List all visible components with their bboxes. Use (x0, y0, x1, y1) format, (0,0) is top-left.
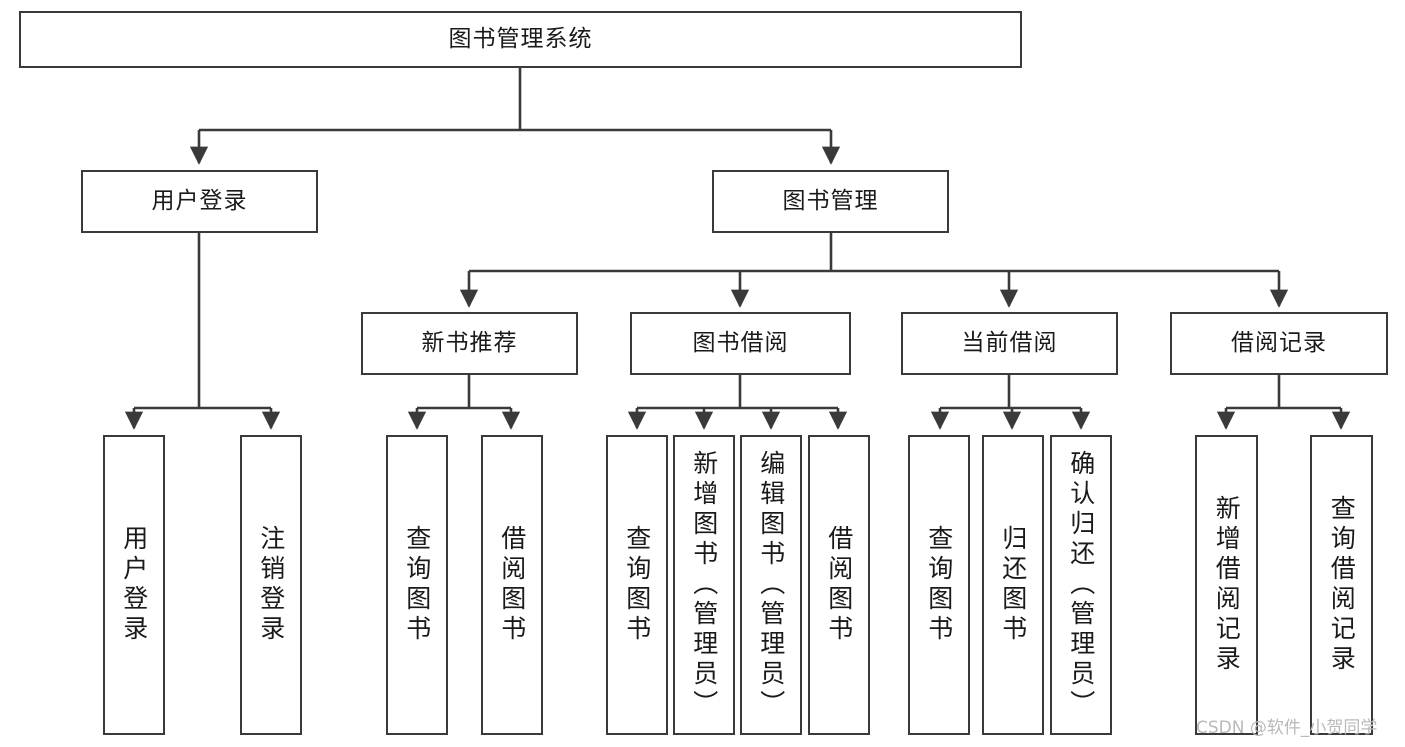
node-borrow-record[interactable]: 借阅记录 (1170, 312, 1388, 375)
node-current-borrow-label: 当前借阅 (961, 329, 1058, 356)
node-leaf-add-record-label: 新增借阅记录 (1212, 495, 1242, 675)
node-leaf-query-book-2-label: 查询图书 (622, 525, 652, 645)
node-leaf-edit-book[interactable]: 编辑图书（管理员） (740, 435, 802, 735)
node-leaf-logout-label: 注销登录 (256, 525, 286, 645)
node-root-label: 图书管理系统 (448, 25, 593, 52)
node-leaf-query-book-2[interactable]: 查询图书 (606, 435, 668, 735)
node-leaf-edit-book-label: 编辑图书（管理员） (756, 450, 786, 720)
node-leaf-return-book[interactable]: 归还图书 (982, 435, 1044, 735)
node-leaf-query-book-3[interactable]: 查询图书 (908, 435, 970, 735)
node-book-manage-label: 图书管理 (782, 187, 879, 214)
node-leaf-query-record-label: 查询借阅记录 (1327, 495, 1357, 675)
node-leaf-add-book-label: 新增图书（管理员） (689, 450, 719, 720)
node-root[interactable]: 图书管理系统 (19, 11, 1022, 68)
node-leaf-confirm-return-label: 确认归还（管理员） (1066, 450, 1096, 720)
node-book-borrow-label: 图书借阅 (692, 329, 789, 356)
node-new-book-recommend[interactable]: 新书推荐 (361, 312, 578, 375)
node-leaf-query-record[interactable]: 查询借阅记录 (1310, 435, 1373, 735)
node-leaf-query-book-3-label: 查询图书 (924, 525, 954, 645)
node-leaf-add-book[interactable]: 新增图书（管理员） (673, 435, 735, 735)
node-leaf-logout[interactable]: 注销登录 (240, 435, 302, 735)
node-current-borrow[interactable]: 当前借阅 (901, 312, 1118, 375)
node-leaf-add-record[interactable]: 新增借阅记录 (1195, 435, 1258, 735)
node-leaf-confirm-return[interactable]: 确认归还（管理员） (1050, 435, 1112, 735)
node-new-book-recommend-label: 新书推荐 (421, 329, 518, 356)
node-leaf-borrow-book-2-label: 借阅图书 (824, 525, 854, 645)
node-leaf-borrow-book-2[interactable]: 借阅图书 (808, 435, 870, 735)
node-leaf-query-book-1-label: 查询图书 (402, 525, 432, 645)
node-book-borrow[interactable]: 图书借阅 (630, 312, 851, 375)
node-leaf-borrow-book-1-label: 借阅图书 (497, 525, 527, 645)
node-user-login-label: 用户登录 (151, 187, 248, 214)
node-leaf-user-login-label: 用户登录 (119, 525, 149, 645)
node-leaf-borrow-book-1[interactable]: 借阅图书 (481, 435, 543, 735)
node-leaf-query-book-1[interactable]: 查询图书 (386, 435, 448, 735)
node-book-manage[interactable]: 图书管理 (712, 170, 949, 233)
node-borrow-record-label: 借阅记录 (1231, 329, 1327, 356)
node-leaf-return-book-label: 归还图书 (998, 525, 1028, 645)
node-user-login[interactable]: 用户登录 (81, 170, 318, 233)
node-leaf-user-login[interactable]: 用户登录 (103, 435, 165, 735)
